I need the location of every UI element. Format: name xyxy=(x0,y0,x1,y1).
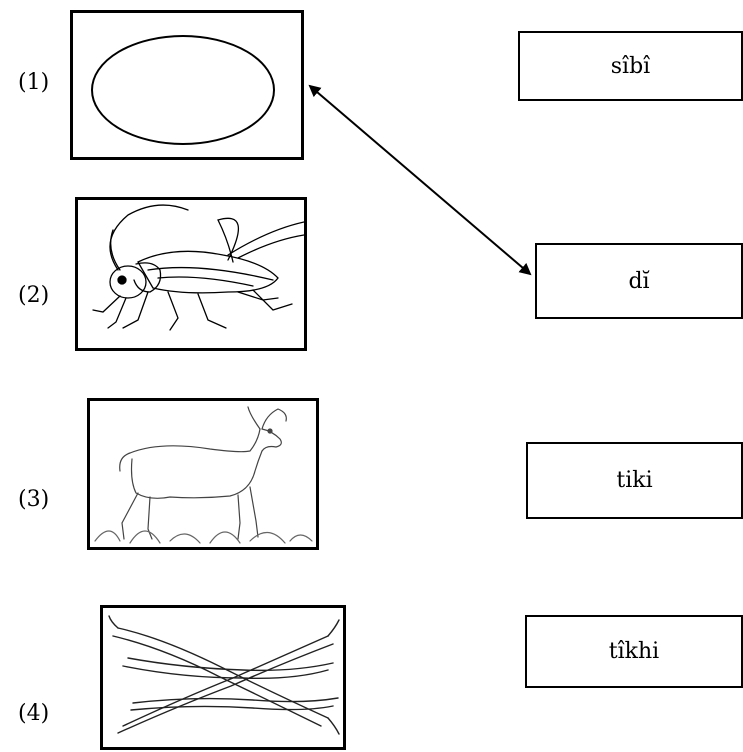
egg-oval-icon xyxy=(91,35,275,145)
word-box-1[interactable]: sîbî xyxy=(518,31,743,101)
word-box-4[interactable]: tîkhi xyxy=(525,615,743,688)
item-number-2: (2) xyxy=(18,283,50,308)
beans-icon xyxy=(108,615,340,735)
item-number-1: (1) xyxy=(18,70,50,95)
deer-icon xyxy=(94,406,313,544)
picture-box-3[interactable] xyxy=(87,398,319,550)
picture-box-4[interactable] xyxy=(100,605,346,750)
cricket-icon xyxy=(92,204,304,331)
picture-box-2[interactable] xyxy=(75,197,307,351)
item-number-3: (3) xyxy=(18,487,50,512)
item-number-4: (4) xyxy=(18,701,50,726)
word-box-3[interactable]: tiki xyxy=(526,442,743,519)
word-box-2[interactable]: dĭ xyxy=(535,243,743,319)
picture-box-1[interactable] xyxy=(70,10,304,160)
